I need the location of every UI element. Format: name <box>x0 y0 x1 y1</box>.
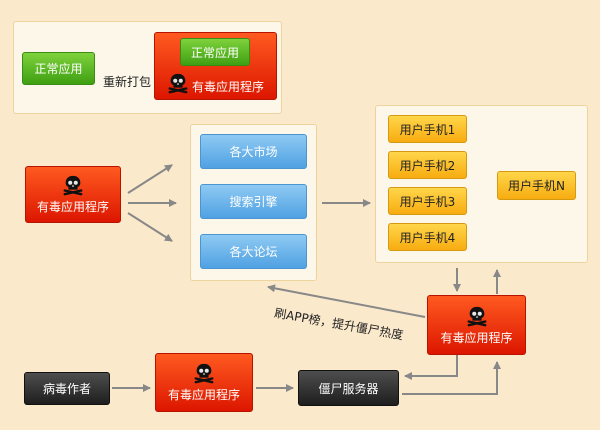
channel-market: 各大市场 <box>200 134 307 169</box>
phone-1: 用户手机1 <box>388 115 467 143</box>
arrow-promote <box>267 284 426 318</box>
arrow-server-to-infected <box>402 361 501 395</box>
arrow-to-forum <box>127 212 173 242</box>
virus-author-box: 病毒作者 <box>24 372 110 405</box>
channel-forum: 各大论坛 <box>200 234 307 269</box>
skull-crossbones-icon <box>62 174 84 196</box>
infected-app-box: 有毒应用程序 <box>427 295 526 355</box>
phone-4: 用户手机4 <box>388 223 467 251</box>
skull-crossbones-icon <box>167 72 189 94</box>
skull-crossbones-icon <box>193 362 215 384</box>
phone-n: 用户手机N <box>497 171 576 200</box>
normal-app-box: 正常应用 <box>22 52 95 85</box>
phone-2: 用户手机2 <box>388 151 467 179</box>
arrow-to-market <box>127 164 173 194</box>
inner-normal-app-box: 正常应用 <box>180 38 250 66</box>
repack-action-label: 重新打包 <box>103 75 152 89</box>
source-malicious-app-label: 有毒应用程序 <box>36 200 109 214</box>
skull-crossbones-icon <box>466 305 488 327</box>
infected-app-label: 有毒应用程序 <box>440 330 513 345</box>
author-malicious-app-label: 有毒应用程序 <box>167 388 240 402</box>
author-malicious-app-box: 有毒应用程序 <box>155 353 253 412</box>
channel-search: 搜索引擎 <box>200 184 307 219</box>
phone-3: 用户手机3 <box>388 187 467 215</box>
arrow-infected-to-server <box>404 355 458 380</box>
repackaged-app-label: 有毒应用程序 <box>192 80 265 94</box>
zombie-server-box: 僵尸服务器 <box>298 370 399 406</box>
source-malicious-app-box: 有毒应用程序 <box>25 166 121 223</box>
